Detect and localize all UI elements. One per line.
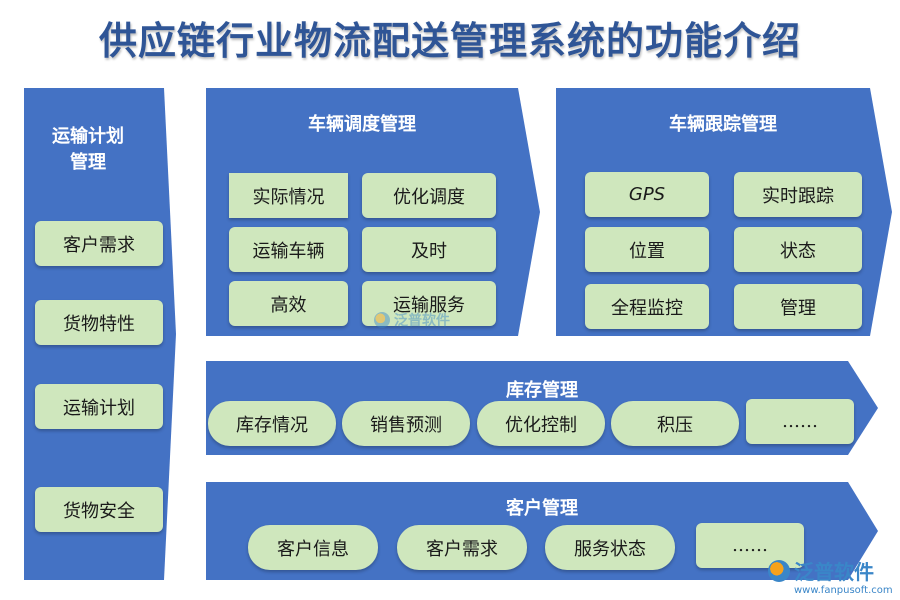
left-panel-title-line2: 管理 [70, 152, 106, 173]
tracking-item-full-monitoring: 全程监控 [585, 284, 709, 329]
left-item-goods-properties: 货物特性 [35, 300, 163, 345]
page-title: 供应链行业物流配送管理系统的功能介绍 [98, 18, 801, 63]
vehicle-dispatch-title: 车辆调度管理 [308, 114, 416, 135]
tracking-item-realtime: 实时跟踪 [734, 172, 862, 217]
tracking-item-location: 位置 [585, 227, 709, 272]
faint-watermark-text: 泛普软件 [394, 313, 450, 329]
left-panel-title-line1: 运输计划 [52, 126, 124, 147]
fanpu-brand-icon [768, 559, 790, 582]
inventory-item-stock-status: 库存情况 [208, 401, 336, 446]
customer-item-more: …… [696, 523, 804, 568]
brand-url: www.fanpusoft.com [794, 585, 893, 596]
inventory-item-overstock: 积压 [611, 401, 739, 446]
dispatch-item-timely: 及时 [362, 227, 496, 272]
customer-item-service-status: 服务状态 [545, 525, 675, 570]
vehicle-tracking-title: 车辆跟踪管理 [669, 114, 777, 135]
brand-name: 泛普软件 [794, 560, 874, 584]
dispatch-item-optimize-dispatch: 优化调度 [362, 173, 496, 218]
tracking-item-management: 管理 [734, 284, 862, 329]
brand-watermark: 泛普软件 www.fanpusoft.com [768, 556, 893, 596]
dispatch-item-efficient: 高效 [229, 281, 348, 326]
customer-item-demand: 客户需求 [397, 525, 527, 570]
inventory-item-more: …… [746, 399, 854, 444]
tracking-item-status: 状态 [734, 227, 862, 272]
customer-title: 客户管理 [506, 498, 578, 519]
vehicle-tracking-panel-shape [556, 88, 892, 336]
inventory-item-sales-forecast: 销售预测 [342, 401, 470, 446]
inventory-item-optimize-control: 优化控制 [477, 401, 605, 446]
customer-item-info: 客户信息 [248, 525, 378, 570]
left-item-transport-plan: 运输计划 [35, 384, 163, 429]
left-item-customer-demand: 客户需求 [35, 221, 163, 266]
dispatch-item-transport-service: 运输服务 [362, 281, 496, 326]
left-item-goods-safety: 货物安全 [35, 487, 163, 532]
fanpu-logo-icon [374, 312, 390, 328]
tracking-item-gps: GPS [585, 172, 709, 217]
inventory-title: 库存管理 [506, 380, 578, 401]
dispatch-item-transport-vehicles: 运输车辆 [229, 227, 348, 272]
faint-watermark: 泛普软件 [374, 310, 450, 330]
dispatch-item-actual-situation: 实际情况 [229, 173, 348, 218]
